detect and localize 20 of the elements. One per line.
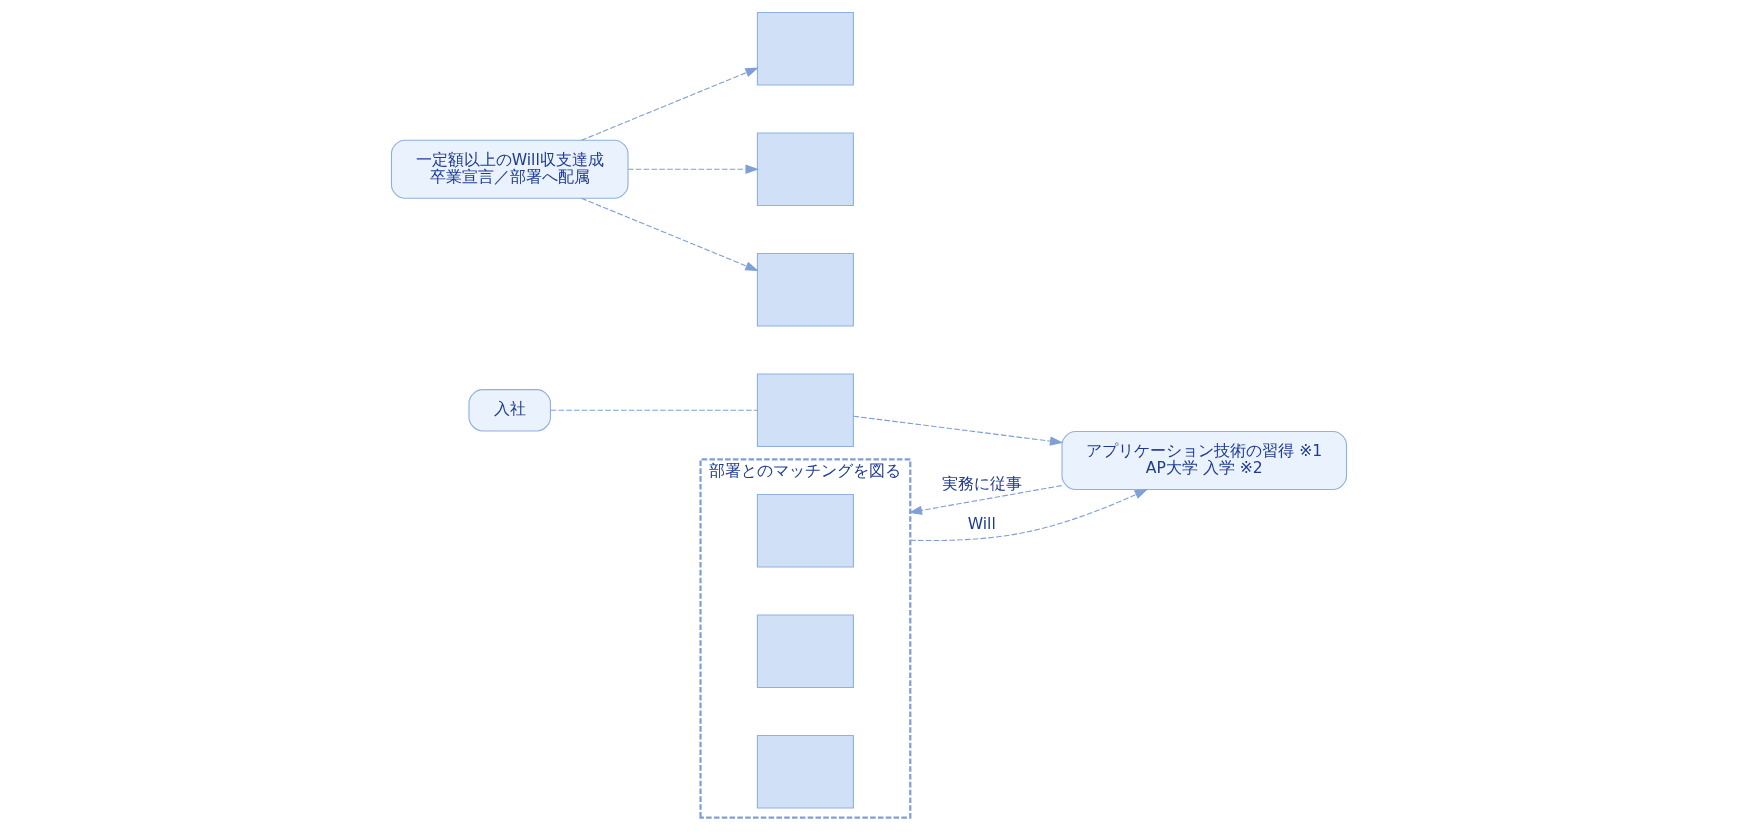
node-box [756, 132, 854, 207]
arrow [580, 67, 759, 141]
node-box: アプリケーション技術の習得 ※1 AP大学 入学 ※2 [1060, 430, 1347, 491]
node-box: 一定額以上のWill収支達成 卒業宣言／部署へ配属 [390, 139, 629, 199]
arrow [580, 197, 759, 272]
edge-label: 実務に従事 [941, 474, 1022, 493]
arrow [908, 485, 1062, 515]
node-box [756, 614, 854, 689]
cluster: 部署とのマッチングを図る [698, 458, 911, 819]
node-box [756, 373, 854, 448]
node-box [756, 11, 854, 86]
node-box [756, 493, 854, 568]
node-box [756, 734, 854, 809]
connector [549, 409, 758, 411]
node-box: 入社 [467, 389, 551, 432]
arrow [852, 415, 1063, 446]
node-box [756, 252, 854, 327]
edge-label: Will [967, 514, 996, 533]
arrow [909, 488, 1148, 542]
arrow [627, 164, 759, 174]
